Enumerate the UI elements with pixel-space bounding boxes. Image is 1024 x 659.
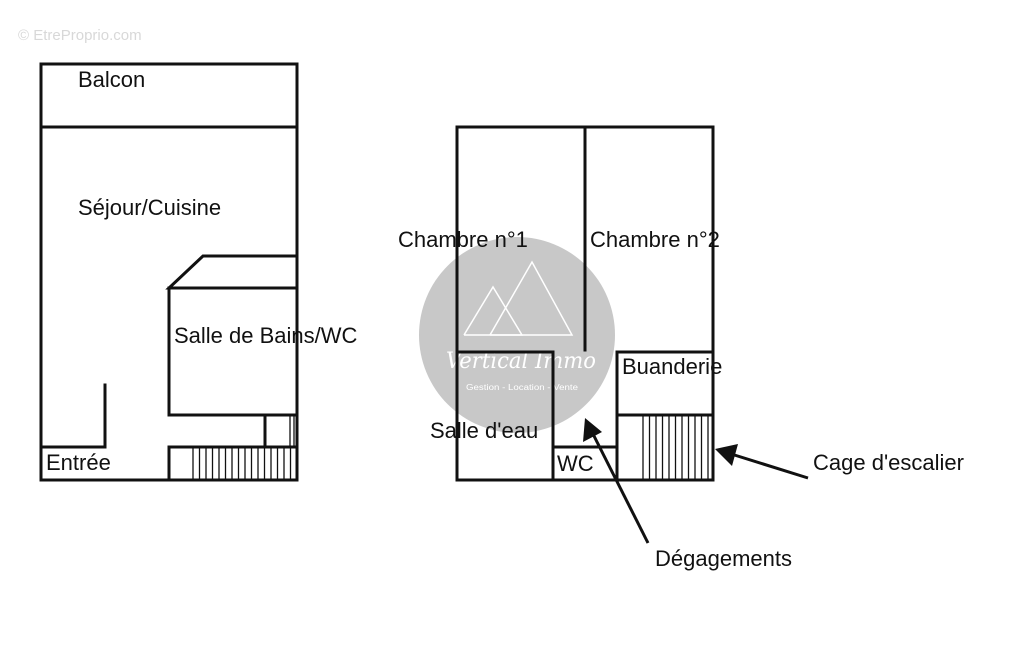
mountain-large-icon [489, 260, 574, 336]
room-salle-d-eau: Salle d'eau [430, 418, 538, 443]
room-entree: Entrée [46, 450, 111, 475]
room-buanderie: Buanderie [622, 354, 722, 379]
watermark-logo: Vertical Immo Gestion - Location - Vente [419, 237, 615, 433]
stairs-left-small [289, 415, 295, 447]
watermark-tagline: Gestion - Location - Vente [466, 383, 579, 392]
left-unit [39, 62, 299, 482]
room-sejour-cuisine: Séjour/Cuisine [78, 195, 221, 220]
arrow-degagements [583, 418, 650, 544]
room-chambre-1: Chambre n°1 [398, 227, 528, 252]
arrow-cage-escalier [715, 444, 809, 480]
room-balcon: Balcon [78, 67, 145, 92]
right-unit [455, 125, 715, 482]
copyright-watermark: © EtreProprio.com [18, 27, 142, 44]
label-degagements: Dégagements [655, 546, 792, 571]
room-salle-de-bains: Salle de Bains/WC [174, 323, 358, 348]
stairs-left [192, 447, 292, 480]
label-cage-escalier: Cage d'escalier [813, 450, 964, 475]
room-wc: WC [557, 451, 594, 476]
room-chambre-2: Chambre n°2 [590, 227, 720, 252]
stairs-right [642, 415, 709, 480]
